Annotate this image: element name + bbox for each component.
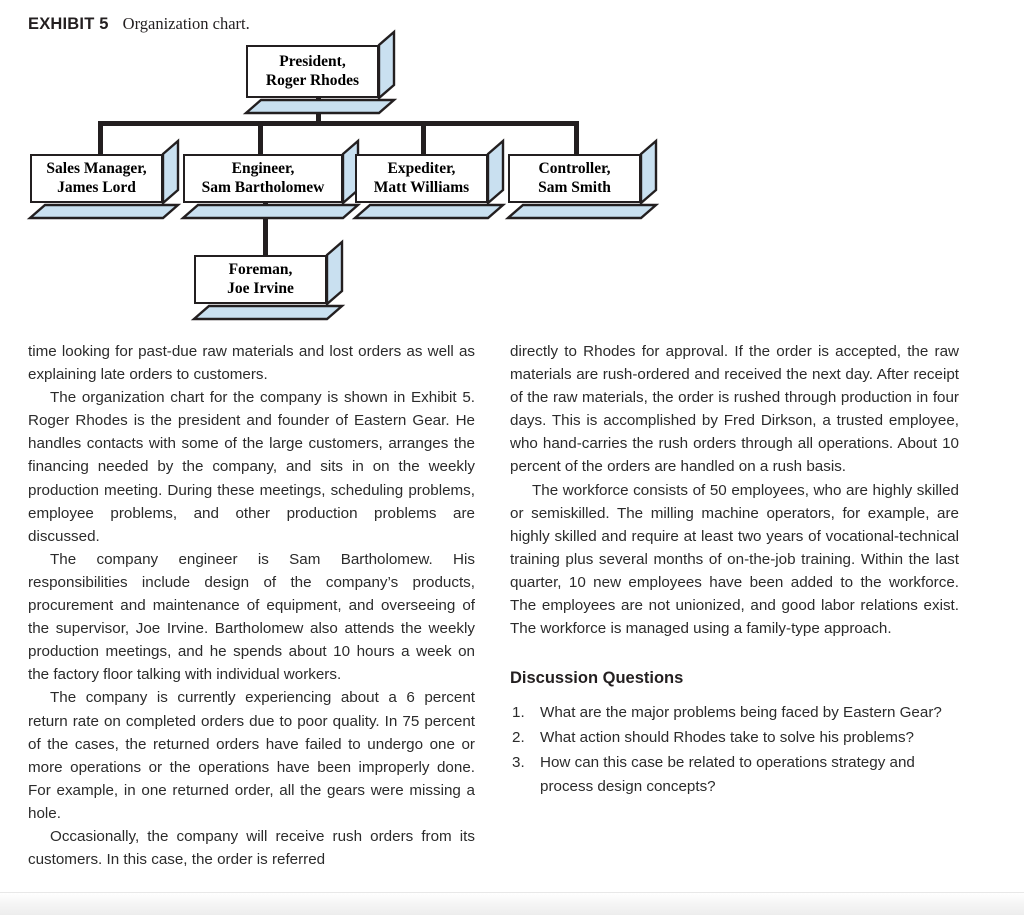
page-bottom-band xyxy=(0,892,1024,915)
connector-drop-engineer xyxy=(258,121,263,154)
exhibit-label: EXHIBIT 5 xyxy=(28,15,109,33)
org-node-sales-manager[interactable]: Sales Manager, James Lord xyxy=(26,138,182,220)
paragraph: The organization chart for the company i… xyxy=(28,389,475,545)
exhibit-caption: Organization chart. xyxy=(122,14,250,33)
org-node-face: President, Roger Rhodes xyxy=(246,45,379,98)
question-text: What are the major problems being faced … xyxy=(540,704,942,722)
connector-drop-expediter xyxy=(421,121,426,154)
connector-drop-sales xyxy=(98,121,103,154)
org-node-name: Joe Irvine xyxy=(227,279,294,297)
question-text: What action should Rhodes take to solve … xyxy=(540,729,914,747)
org-node-name: James Lord xyxy=(57,178,136,196)
org-node-engineer[interactable]: Engineer, Sam Bartholomew xyxy=(179,138,362,220)
discussion-questions-title: Discussion Questions xyxy=(510,669,684,688)
text-column-right: directly to Rhodes for approval. If the … xyxy=(510,340,959,800)
box-extrusion-right xyxy=(325,239,344,307)
org-node-name: Sam Smith xyxy=(538,178,611,196)
discussion-question-item: 2. What action should Rhodes take to sol… xyxy=(510,726,959,749)
box-extrusion-bottom xyxy=(351,203,507,220)
org-node-president[interactable]: President, Roger Rhodes xyxy=(242,29,398,115)
question-number: 3. xyxy=(512,754,525,772)
question-number: 1. xyxy=(512,704,525,722)
box-extrusion-bottom xyxy=(179,203,362,220)
org-node-name: Sam Bartholomew xyxy=(201,178,325,196)
exhibit-heading: EXHIBIT 5 Organization chart. xyxy=(28,14,250,34)
discussion-question-item: 3. How can this case be related to opera… xyxy=(510,751,959,797)
paragraph: The company is currently experiencing ab… xyxy=(28,689,475,822)
paragraph: directly to Rhodes for approval. If the … xyxy=(510,343,959,476)
org-node-title: Controller, xyxy=(538,159,611,177)
org-node-title: Foreman, xyxy=(228,260,293,278)
text-column-left: time looking for past-due raw materials … xyxy=(28,340,475,871)
organization-chart: President, Roger Rhodes Sales Manager, J… xyxy=(0,0,1024,330)
box-extrusion-right xyxy=(377,29,396,101)
box-extrusion-right xyxy=(639,138,658,206)
org-node-name: Roger Rhodes xyxy=(265,71,360,89)
org-node-face: Sales Manager, James Lord xyxy=(30,154,163,203)
question-text: How can this case be related to operatio… xyxy=(540,754,915,795)
discussion-questions-list: 1. What are the major problems being fac… xyxy=(510,701,959,797)
org-node-foreman[interactable]: Foreman, Joe Irvine xyxy=(190,239,346,321)
org-node-face: Engineer, Sam Bartholomew xyxy=(183,154,343,203)
connector-horizontal-bus xyxy=(98,121,579,126)
paragraph: The company engineer is Sam Bartholomew.… xyxy=(28,550,475,684)
org-node-title: Engineer, xyxy=(231,159,295,177)
question-number: 2. xyxy=(512,729,525,747)
discussion-question-item: 1. What are the major problems being fac… xyxy=(510,701,959,724)
box-extrusion-bottom xyxy=(190,304,346,321)
org-node-name: Matt Williams xyxy=(373,178,470,196)
connector-drop-controller xyxy=(574,121,579,154)
org-node-title: Expediter, xyxy=(387,159,456,177)
box-extrusion-bottom xyxy=(504,203,660,220)
paragraph: time looking for past-due raw materials … xyxy=(28,343,475,384)
box-extrusion-right xyxy=(486,138,505,206)
org-node-face: Controller, Sam Smith xyxy=(508,154,641,203)
paragraph: Occasionally, the company will receive r… xyxy=(28,827,475,869)
box-extrusion-bottom xyxy=(26,203,182,220)
box-extrusion-bottom xyxy=(242,98,398,115)
connector-engineer-foreman xyxy=(263,203,268,255)
org-node-controller[interactable]: Controller, Sam Smith xyxy=(504,138,660,220)
org-node-face: Expediter, Matt Williams xyxy=(355,154,488,203)
org-node-title: Sales Manager, xyxy=(46,159,147,177)
paragraph: The workforce consists of 50 employees, … xyxy=(510,481,959,638)
org-node-face: Foreman, Joe Irvine xyxy=(194,255,327,304)
org-node-expediter[interactable]: Expediter, Matt Williams xyxy=(351,138,507,220)
org-node-title: President, xyxy=(279,52,346,70)
box-extrusion-right xyxy=(161,138,180,206)
